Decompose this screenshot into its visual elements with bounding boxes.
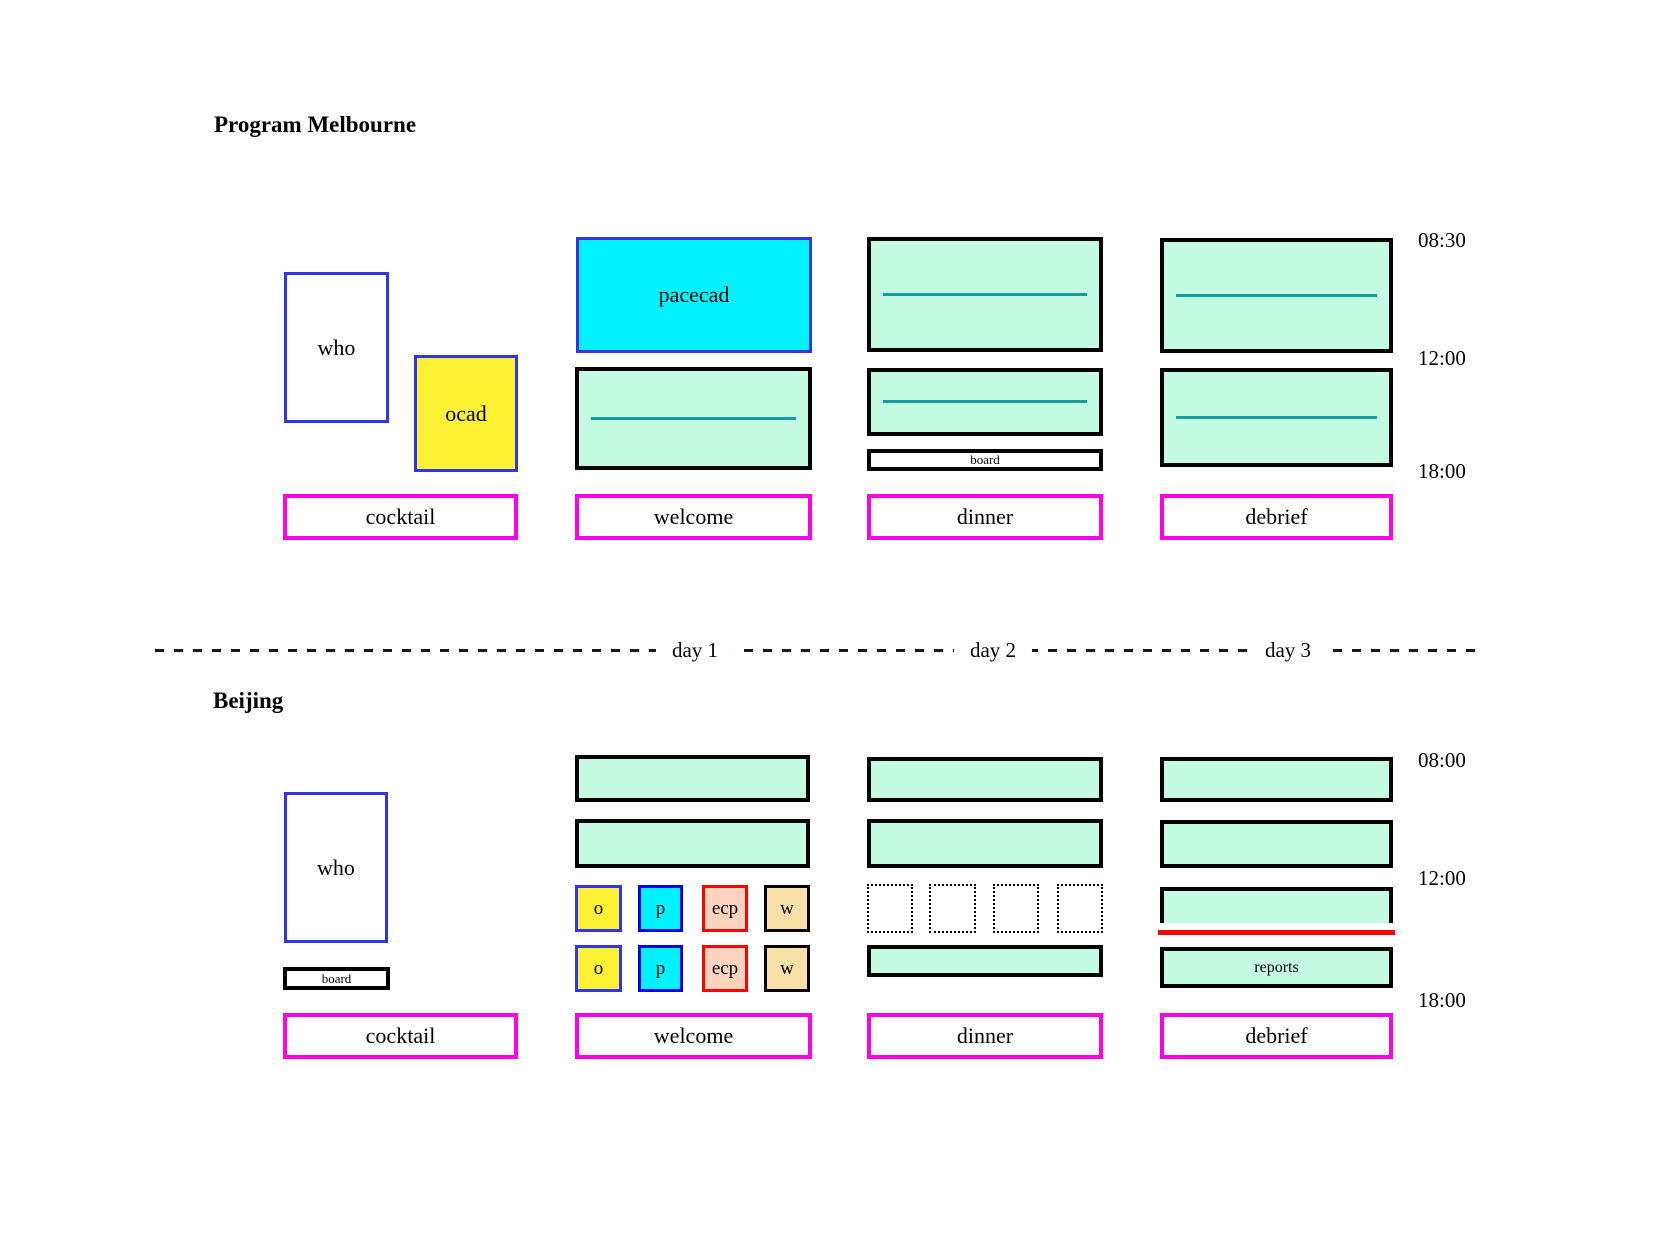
melbourne-board-strip: board [867, 449, 1103, 471]
day1-label: day 1 [655, 635, 735, 665]
melbourne-day1-afternoon-bar [575, 367, 812, 470]
beijing-dotted-box-1 [867, 884, 913, 933]
beijing-day3-red-line [1158, 930, 1395, 935]
beijing-dotted-box-4 [1057, 884, 1103, 933]
teal-line [591, 416, 796, 420]
melbourne-day2-morning-bar [867, 237, 1103, 352]
beijing-welcome-label: welcome [575, 1013, 812, 1059]
melbourne-dinner-label: dinner [867, 494, 1103, 540]
beijing-debrief-label: debrief [1160, 1013, 1393, 1059]
teal-line [1176, 293, 1377, 297]
beijing-mini-box-w-1: w [764, 885, 810, 932]
melbourne-time-1200: 12:00 [1418, 346, 1466, 370]
beijing-day3-bar-1 [1160, 757, 1393, 802]
melbourne-day3-afternoon-bar [1160, 368, 1393, 467]
beijing-day3-bar-3 [1160, 887, 1393, 923]
beijing-day2-bar-3 [867, 945, 1103, 977]
teal-line [883, 292, 1087, 296]
beijing-mini-box-o-2: o [575, 945, 622, 992]
beijing-day2-bar-2 [867, 819, 1103, 868]
beijing-dotted-box-2 [929, 884, 976, 933]
melbourne-day3-morning-bar [1160, 238, 1393, 353]
beijing-time-1800: 18:00 [1418, 988, 1466, 1012]
beijing-who-box: who [284, 792, 388, 943]
beijing-time-0800: 08:00 [1418, 748, 1466, 772]
day2-label: day 2 [953, 635, 1033, 665]
beijing-day1-bar-1 [575, 755, 810, 802]
beijing-day2-bar-1 [867, 757, 1103, 802]
beijing-title: Beijing [213, 688, 284, 713]
beijing-dotted-box-3 [993, 884, 1039, 933]
beijing-mini-box-ecp-1: ecp [702, 885, 748, 932]
beijing-mini-box-p-2: p [638, 945, 683, 992]
melbourne-time-0830: 08:30 [1418, 228, 1466, 252]
beijing-mini-box-o-1: o [575, 885, 622, 932]
beijing-mini-box-w-2: w [764, 945, 810, 992]
beijing-day1-bar-2 [575, 819, 810, 868]
beijing-cocktail-label: cocktail [283, 1013, 518, 1059]
melbourne-pacecad-box: pacecad [576, 237, 812, 353]
day3-label: day 3 [1248, 635, 1328, 665]
melbourne-cocktail-label: cocktail [283, 494, 518, 540]
teal-line [883, 400, 1087, 403]
beijing-mini-box-p-1: p [638, 885, 683, 932]
beijing-dinner-label: dinner [867, 1013, 1103, 1059]
melbourne-debrief-label: debrief [1160, 494, 1393, 540]
melbourne-welcome-label: welcome [575, 494, 812, 540]
beijing-time-1200: 12:00 [1418, 866, 1466, 890]
beijing-board-strip: board [283, 967, 390, 990]
teal-line [1176, 415, 1377, 419]
melbourne-time-1800: 18:00 [1418, 459, 1466, 483]
melbourne-who-box: who [284, 272, 389, 423]
beijing-day3-bar-2 [1160, 820, 1393, 868]
melbourne-title: Program Melbourne [214, 112, 417, 137]
melbourne-day2-afternoon-bar [867, 368, 1103, 436]
beijing-reports-bar: reports [1160, 947, 1393, 988]
day-separator-line [155, 649, 1475, 652]
beijing-mini-box-ecp-2: ecp [702, 945, 748, 992]
melbourne-ocad-box: ocad [414, 355, 518, 472]
